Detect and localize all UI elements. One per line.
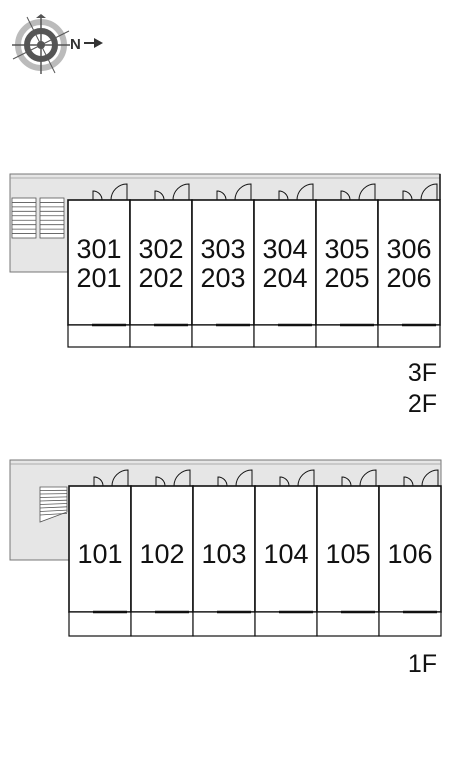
door-icon [235,469,253,487]
unit-number: 104 [263,539,308,569]
door-icon [278,190,289,201]
north-label: N [70,36,81,53]
unit-number: 102 [139,539,184,569]
unit-number: 305 [324,234,369,264]
door-icon [173,469,191,487]
unit-room: 101 [68,469,132,637]
unit-number: 106 [387,539,432,569]
unit-number: 204 [262,263,307,293]
unit-room: 103 [192,469,256,637]
floor-label-3f: 3F [408,359,437,387]
staircase-icon [39,486,68,523]
door-icon [402,190,413,201]
door-icon [217,476,228,487]
unit-number: 206 [386,263,431,293]
door-icon [420,183,438,201]
unit-number: 303 [200,234,245,264]
compass-icon [12,14,103,74]
door-icon [421,469,439,487]
staircase-icon [11,197,65,239]
door-icon [340,190,351,201]
door-icon [216,190,227,201]
door-icon [111,469,129,487]
door-icon [359,469,377,487]
unit-room: 104 [254,469,318,637]
unit-room: 105 [316,469,380,637]
unit-room: 102 [130,469,194,637]
unit-room: 106 [378,469,442,637]
unit-number: 101 [77,539,122,569]
door-icon [110,183,128,201]
lower-block: 101 102 103 104 105 106 [9,459,442,637]
unit-number: 105 [325,539,370,569]
door-icon [155,476,166,487]
door-icon [403,476,414,487]
door-icon [341,476,352,487]
door-icon [296,183,314,201]
unit-number: 304 [262,234,307,264]
unit-number: 201 [76,263,121,293]
unit-number: 205 [324,263,369,293]
unit-number: 202 [138,263,183,293]
unit-number: 301 [76,234,121,264]
floor-label-1f: 1F [408,650,437,678]
door-icon [297,469,315,487]
door-icon [358,183,376,201]
unit-number: 302 [138,234,183,264]
unit-number: 103 [201,539,246,569]
door-icon [172,183,190,201]
unit-number: 203 [200,263,245,293]
door-icon [279,476,290,487]
door-icon [234,183,252,201]
unit-number: 306 [386,234,431,264]
door-icon [154,190,165,201]
floor-label-2f: 2F [408,390,437,418]
door-icon [92,190,103,201]
door-icon [93,476,104,487]
